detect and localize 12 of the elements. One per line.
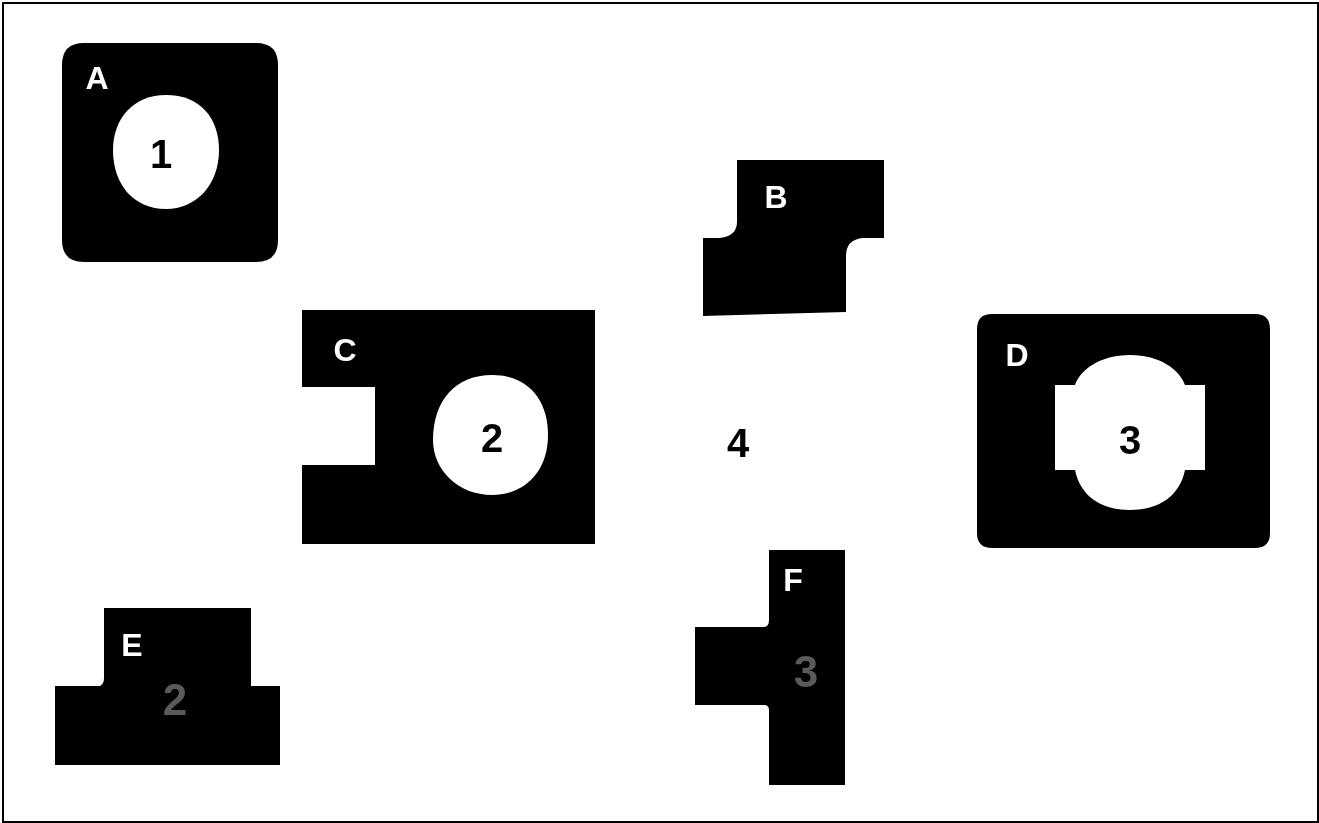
number-label: 3 [1118,420,1142,460]
letter-label: C [333,334,357,366]
number-label: 1 [149,134,173,174]
letter-label: D [1005,339,1029,371]
letter-label: F [783,564,803,596]
number-label: 2 [162,678,188,722]
number-label: 4 [726,423,750,463]
number-label: 3 [793,650,819,694]
number-label: 2 [480,418,504,458]
letter-label: E [121,629,143,661]
letter-label: A [85,62,109,94]
letter-label: B [764,181,788,213]
